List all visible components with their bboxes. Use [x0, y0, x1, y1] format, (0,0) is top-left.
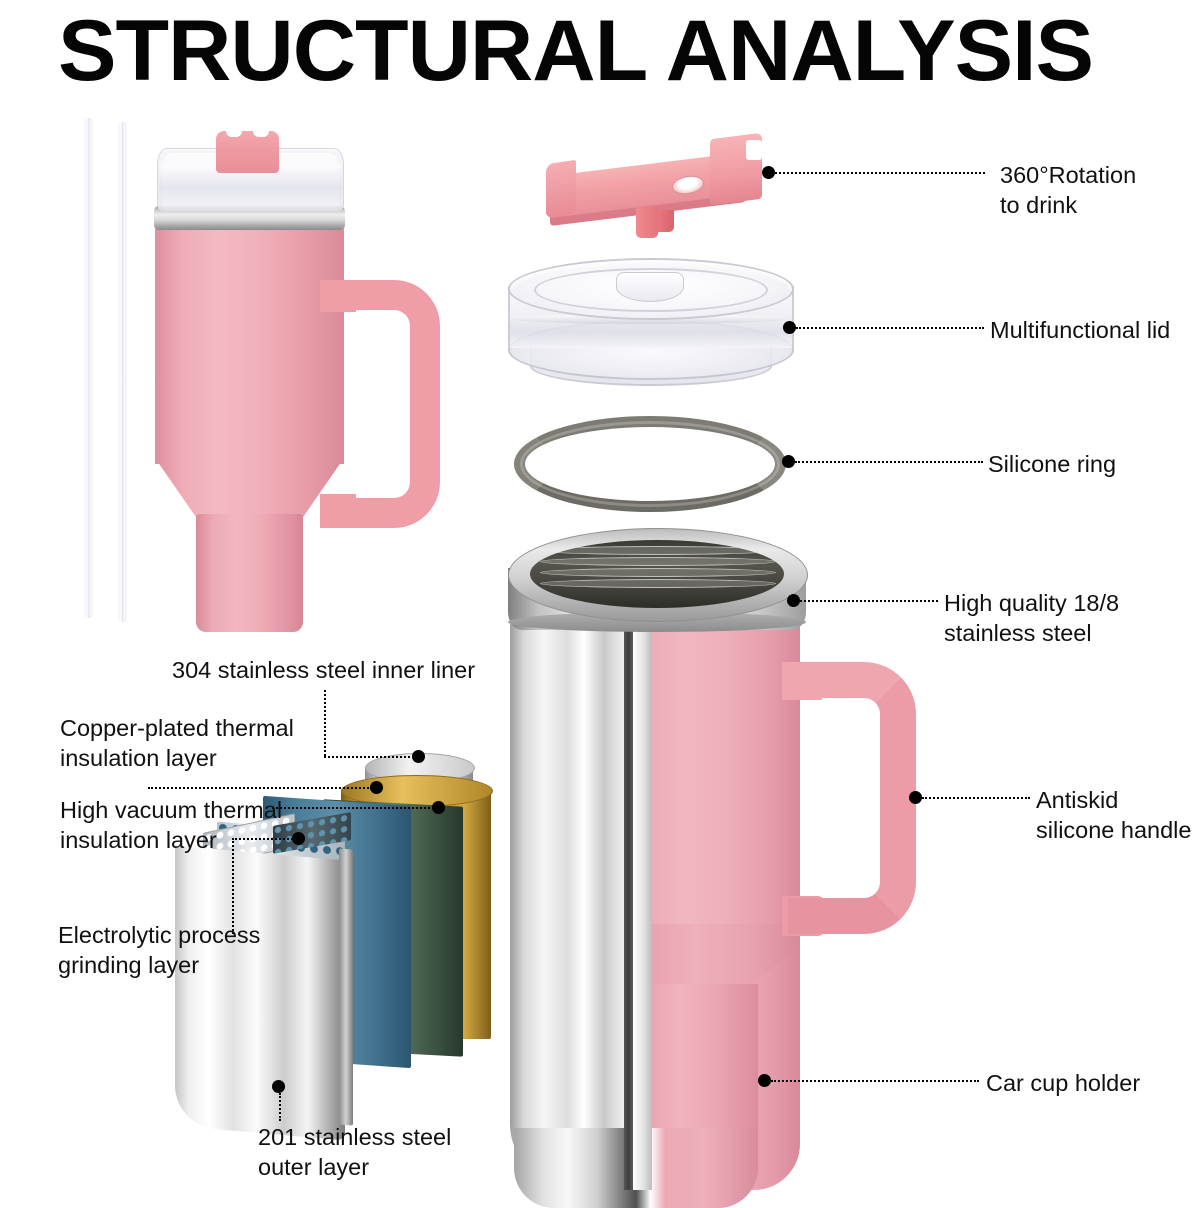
- straw-left: [84, 118, 93, 618]
- ring-highlight: [520, 421, 780, 507]
- slider-post-tab: [658, 210, 674, 232]
- callout-leader-liner: [324, 756, 414, 758]
- callout-leader-copper: [148, 787, 372, 789]
- lid-center-boss: [616, 272, 684, 302]
- callout-dot-lid: [783, 321, 796, 334]
- cup-rim-band-lip: [508, 612, 806, 632]
- cup-thread: [540, 579, 776, 588]
- callout-dot-handle: [909, 791, 922, 804]
- callout-leader-liner-vertical: [324, 690, 326, 756]
- slider-notch: [746, 140, 762, 160]
- multifunctional-lid: [508, 258, 794, 388]
- callout-dot-carholder: [758, 1074, 771, 1087]
- outer-steel-layer-edge: [339, 848, 353, 1126]
- cup-interior: [530, 540, 784, 608]
- cup-thread: [540, 557, 776, 566]
- slider-post: [636, 206, 658, 238]
- callout-leader-electrolytic: [232, 838, 304, 840]
- callout-dot-steel: [787, 594, 800, 607]
- callout-leader-vacuum: [272, 807, 438, 809]
- cup-handle: [788, 662, 916, 934]
- assembled-tumbler: [150, 128, 440, 632]
- callout-leader-lid: [796, 327, 984, 329]
- callout-label-copper: Copper-plated thermal insulation layer: [60, 715, 294, 772]
- tumbler-body: [155, 226, 344, 464]
- callout-label-vacuum: High vacuum thermal insulation layer: [60, 797, 283, 854]
- tumbler-rotation-tab: [216, 128, 279, 173]
- callout-leader-steel: [800, 600, 938, 602]
- callout-dot-vacuum: [432, 801, 445, 814]
- tumbler-handle-bottom-joint: [320, 494, 356, 528]
- outer-steel-layer: [175, 845, 345, 1141]
- callout-label-carholder: Car cup holder: [986, 1070, 1141, 1096]
- tumbler-taper: [155, 458, 344, 518]
- callout-label-outer: 201 stainless steel outer layer: [258, 1124, 452, 1181]
- cup-cut-edge-light: [633, 624, 652, 1190]
- callout-label-lid: Multifunctional lid: [990, 317, 1171, 343]
- callout-label-rotation: 360°Rotation to drink: [1000, 162, 1137, 219]
- callout-dot-liner: [412, 750, 425, 763]
- callout-leader-electrolytic-vertical: [232, 838, 234, 934]
- callout-label-steel: High quality 18/8 stainless steel: [944, 590, 1120, 647]
- callout-leader-rotation: [775, 172, 985, 174]
- tumbler-handle: [328, 280, 440, 528]
- cup-thread: [540, 546, 776, 555]
- cup-cut-edge-dark: [624, 624, 633, 1190]
- callout-dot-rotation: [762, 166, 775, 179]
- lid-inner-ring: [534, 268, 768, 312]
- slider-left-wall: [546, 159, 576, 219]
- callout-label-ring: Silicone ring: [988, 451, 1117, 477]
- callout-leader-ring: [795, 461, 983, 463]
- callout-label-electrolytic: Electrolytic process grinding layer: [58, 922, 261, 979]
- straw-right: [118, 122, 127, 622]
- callout-leader-outer-vertical: [279, 1093, 281, 1121]
- cutaway-tumbler-body: [500, 528, 920, 1208]
- callout-dot-copper: [370, 781, 383, 794]
- tumbler-base: [196, 514, 303, 632]
- callout-dot-ring: [782, 455, 795, 468]
- tumbler-handle-top-joint: [320, 280, 356, 312]
- callout-label-liner: 304 stainless steel inner liner: [172, 657, 476, 683]
- silicone-gasket-ring: [514, 416, 786, 512]
- page-title: STRUCTURAL ANALYSIS: [58, 3, 1094, 99]
- callout-leader-handle: [922, 797, 1030, 799]
- callout-dot-outer: [272, 1080, 285, 1093]
- callout-label-handle: Antiskid silicone handle: [1036, 787, 1192, 844]
- cup-thread: [540, 568, 776, 577]
- callout-dot-electrolytic: [292, 832, 305, 845]
- callout-leader-carholder: [771, 1080, 979, 1082]
- rotating-lid-slider: [524, 132, 774, 248]
